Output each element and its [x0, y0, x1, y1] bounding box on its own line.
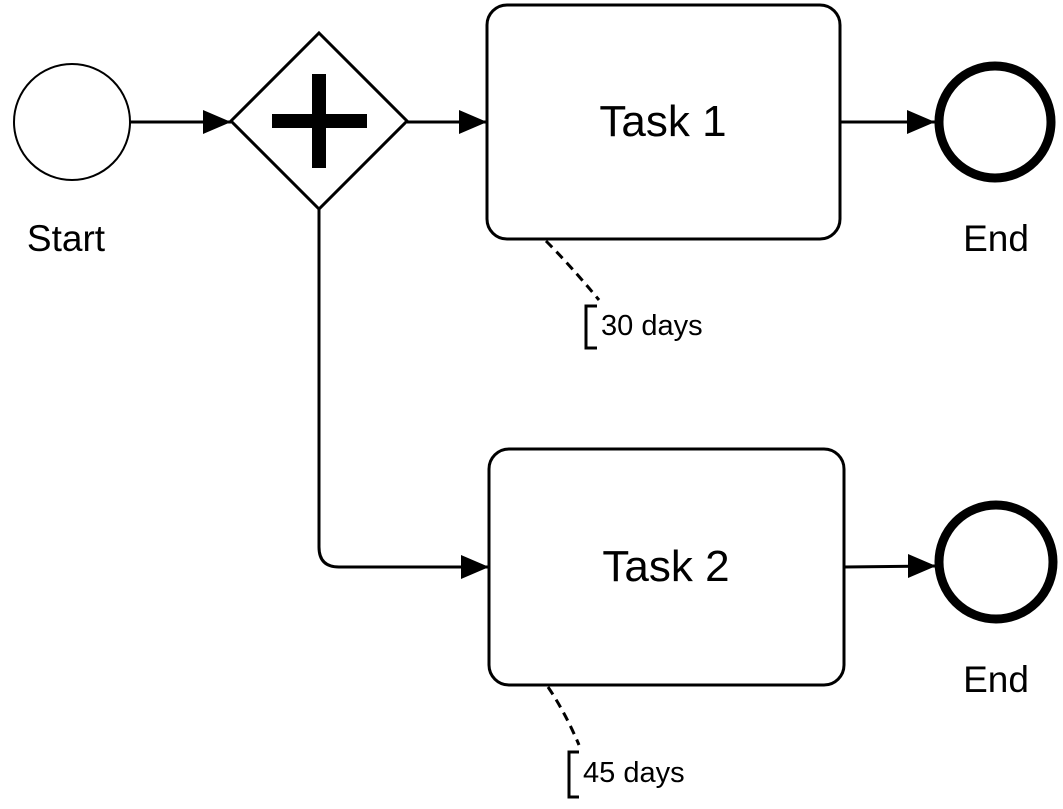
annotation-task-1-connector	[544, 239, 601, 301]
flow-gateway-to-task-2-arrow	[461, 555, 489, 579]
task-2-box	[487, 447, 846, 687]
flow-start-to-gateway-arrow	[203, 110, 231, 134]
annotation-task-2-text: 45 days	[583, 757, 685, 789]
task-1[interactable]: Task 1	[485, 3, 842, 241]
flow-gateway-to-task-2	[317, 208, 489, 569]
task-1-label: Task 1	[599, 97, 726, 146]
annotation-task-2[interactable]: 45 days	[546, 686, 685, 799]
annotation-task-1-bracket	[584, 304, 597, 350]
annotation-task-1[interactable]: 30 days	[544, 239, 703, 350]
end-event-2[interactable]: End	[934, 500, 1058, 700]
flow-gateway-to-task-1-arrow	[459, 110, 487, 134]
sequence-flows	[130, 110, 937, 579]
annotation-task-1-text: 30 days	[601, 310, 703, 342]
end-event-1-circle	[934, 61, 1056, 183]
start-event-label: Start	[27, 218, 106, 259]
start-event-circle	[13, 63, 131, 181]
flow-task-2-to-end-2-arrow	[908, 554, 936, 578]
parallel-gateway[interactable]	[228, 30, 410, 212]
task-1-box	[485, 3, 842, 241]
plus-icon	[272, 74, 367, 168]
end-event-1-label: End	[963, 218, 1029, 259]
end-event-2-circle	[934, 500, 1058, 624]
start-event[interactable]: Start	[13, 63, 131, 259]
end-event-2-label: End	[963, 659, 1029, 700]
flow-task-1-to-end-1-arrow	[907, 110, 935, 134]
annotation-task-2-connector	[546, 686, 581, 746]
annotation-task-2-bracket	[567, 750, 579, 799]
task-2-label: Task 2	[602, 542, 729, 591]
task-2[interactable]: Task 2	[487, 447, 846, 687]
end-event-1[interactable]: End	[934, 61, 1056, 259]
